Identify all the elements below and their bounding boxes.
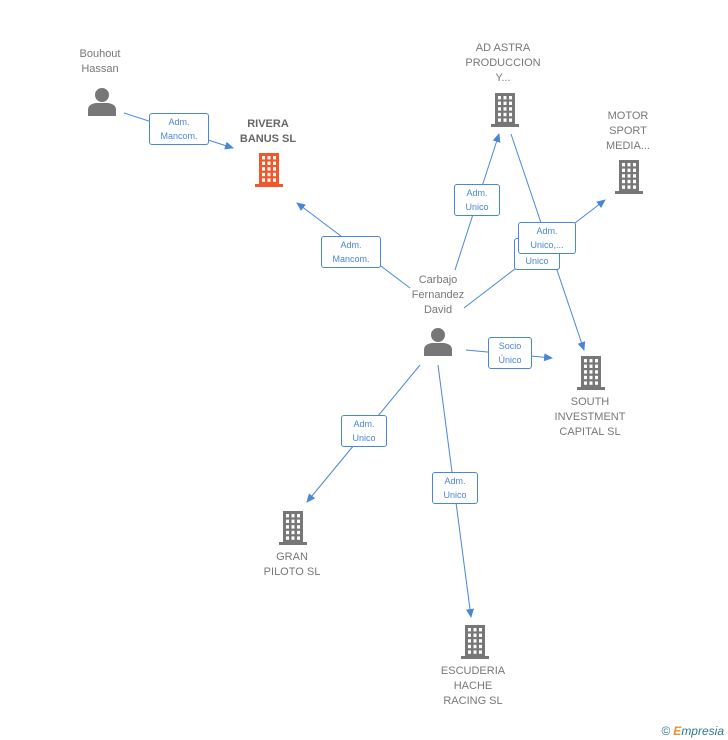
edge-label-line: Adm. <box>536 226 558 236</box>
building-icon-ad-astra[interactable] <box>491 93 519 127</box>
node-label-line: ESCUDERIA <box>440 665 506 677</box>
brand-name: mpresia <box>681 724 724 738</box>
node-label-line: CAPITAL SL <box>559 426 621 438</box>
building-icon-rivera[interactable] <box>255 153 283 187</box>
edge-label-line: Socio <box>498 341 522 351</box>
edge-label-line: Unico <box>443 490 467 500</box>
edge-label-carbajo-rivera[interactable]: Adm. Mancom. <box>321 236 381 268</box>
node-label-line: Fernandez <box>411 289 465 301</box>
edges-layer <box>123 112 606 618</box>
edge-label-carbajo-gran-piloto[interactable]: Adm. Unico <box>341 415 387 447</box>
node-label-line: SOUTH <box>570 396 610 408</box>
node-label-line: PILOTO SL <box>263 566 321 578</box>
node-label-line: PRODUCCION <box>465 57 541 69</box>
edge-label-line: Unico,... <box>530 240 564 250</box>
edge-label-carbajo-ad-astra[interactable]: Adm. Unico <box>454 184 500 216</box>
icons-layer <box>88 88 643 659</box>
building-icon-south-investment[interactable] <box>577 356 605 390</box>
building-icon-motor-sport[interactable] <box>615 160 643 194</box>
edge-label-line: Mancom. <box>332 254 370 264</box>
brand-logo-e: E <box>673 724 682 738</box>
node-label-south-investment-capital[interactable]: SOUTH INVESTMENT CAPITAL SL <box>540 395 640 440</box>
edge-label-line: Único <box>498 355 522 365</box>
edge-label-bouhout-rivera[interactable]: Adm. Mancom. <box>149 113 209 145</box>
person-icon-carbajo[interactable] <box>424 328 452 356</box>
footer-brand: ©Empresia <box>661 724 724 738</box>
node-label-line: BANUS SL <box>239 133 297 145</box>
node-label-line: HACHE <box>453 680 493 692</box>
node-label-gran-piloto[interactable]: GRAN PILOTO SL <box>252 550 332 580</box>
edge-label-line: Unico <box>525 256 549 266</box>
node-label-line: RIVERA <box>247 118 289 130</box>
copyright-icon: © <box>661 724 671 738</box>
edge-label-carbajo-motor-sport[interactable]: Adm. Unico,... <box>518 222 576 254</box>
node-label-line: MEDIA... <box>605 140 650 152</box>
person-icon-bouhout[interactable] <box>88 88 116 116</box>
node-label-ad-astra-produccion[interactable]: AD ASTRA PRODUCCION Y... <box>450 41 556 86</box>
edge-label-line: Adm. <box>168 117 190 127</box>
node-label-escuderia-hache-racing[interactable]: ESCUDERIA HACHE RACING SL <box>428 664 518 709</box>
edge-label-line: Adm. <box>466 188 488 198</box>
edge-label-line: Unico <box>465 202 489 212</box>
edge-label-line: Adm. <box>353 419 375 429</box>
node-label-line: MOTOR <box>607 110 649 122</box>
node-label-rivera-banus[interactable]: RIVERA BANUS SL <box>220 117 316 147</box>
edge-label-carbajo-escuderia[interactable]: Adm. Unico <box>432 472 478 504</box>
node-label-line: SPORT <box>609 125 647 137</box>
node-label-line: AD ASTRA <box>475 42 531 54</box>
node-label-motor-sport-media[interactable]: MOTOR SPORT MEDIA... <box>588 109 668 154</box>
node-label-line: Carbajo <box>418 274 458 286</box>
node-label-line: RACING SL <box>443 695 503 707</box>
node-label-line: INVESTMENT <box>554 411 626 423</box>
node-label-line: GRAN <box>276 551 308 563</box>
edge-label-line: Adm. <box>340 240 362 250</box>
building-icon-escuderia[interactable] <box>461 625 489 659</box>
node-label-line: Bouhout <box>79 48 121 60</box>
node-label-line: David <box>423 304 453 316</box>
building-icon-gran-piloto[interactable] <box>279 511 307 545</box>
node-label-line: Y... <box>495 72 511 84</box>
node-label-line: Hassan <box>81 63 119 75</box>
edge-label-line: Unico <box>352 433 376 443</box>
edge-label-line: Adm. <box>444 476 466 486</box>
edge-label-line: Mancom. <box>160 131 198 141</box>
